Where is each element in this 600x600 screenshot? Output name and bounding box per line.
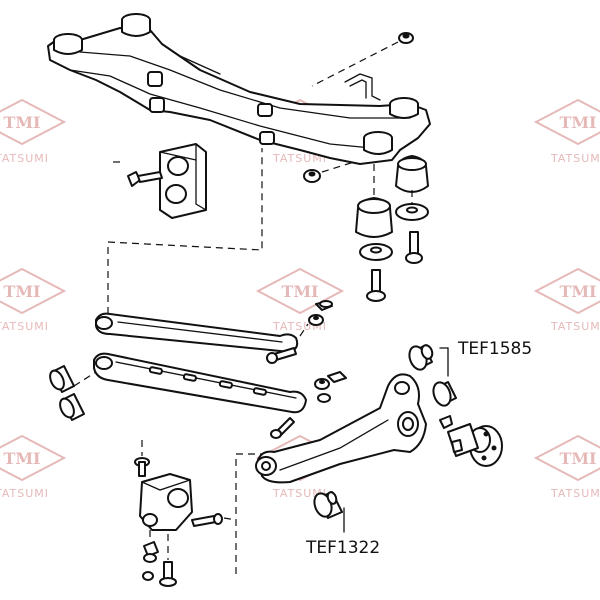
label-tef1322: TEF1322 [305,538,380,558]
subframe-mount [159,143,207,219]
upper-lateral-arm [95,312,299,353]
svg-text:TMI: TMI [559,113,596,132]
bushing-left-upper [49,365,75,393]
watermark-mr: TMI TATSUMI [533,267,600,333]
svg-text:TATSUMI: TATSUMI [550,152,600,165]
bushing-upper-arm [408,344,457,407]
svg-text:TATSUMI: TATSUMI [0,487,49,500]
mounting-bracket [139,473,193,531]
bolt-side [191,513,223,527]
label-tef1585: TEF1585 [457,339,532,359]
washer-lower [359,243,393,261]
nut-cluster [314,371,347,403]
washer-right [395,203,429,221]
watermark-ml: TMI TATSUMI [0,267,67,333]
washer-arm-upper [315,300,333,311]
svg-text:TMI: TMI [3,282,40,301]
bolt-arm-upper [266,347,297,364]
wheel-hub [439,415,503,467]
rubber-bump-upper [395,155,429,193]
svg-text:TATSUMI: TATSUMI [0,320,49,333]
svg-text:TATSUMI: TATSUMI [0,152,49,165]
trailing-arm [255,373,427,484]
bolt-right [405,231,423,264]
bolt-bottom [159,561,177,587]
rubber-bump-lower [355,197,393,238]
svg-text:TMI: TMI [3,449,40,468]
bushing-trailing-arm [313,491,343,519]
watermark-bl: TMI TATSUMI [0,434,67,500]
svg-text:TMI: TMI [559,449,596,468]
bolt-lower [366,269,386,302]
svg-text:TMI: TMI [559,282,596,301]
nut-small [303,169,321,183]
subframe [47,13,431,165]
clip-small [143,541,159,563]
watermark-tr: TMI TATSUMI [533,98,600,165]
watermark-br: TMI TATSUMI [533,434,600,500]
clip-nut [398,32,414,44]
lower-lateral-arm [93,352,307,414]
bushing-left-lower [59,393,85,421]
svg-text:TATSUMI: TATSUMI [272,152,327,165]
bolt-top [134,457,150,477]
mount-bolt [127,171,163,187]
svg-text:TATSUMI: TATSUMI [550,487,600,500]
svg-text:TATSUMI: TATSUMI [272,487,327,500]
svg-text:TMI: TMI [3,113,40,132]
bolt-arm-lower [270,417,295,439]
watermark-tl: TMI TATSUMI [0,98,67,165]
svg-text:TATSUMI: TATSUMI [550,320,600,333]
nut-arm-upper [308,314,324,326]
nut-bottom [142,571,154,581]
svg-text:TMI: TMI [281,282,318,301]
